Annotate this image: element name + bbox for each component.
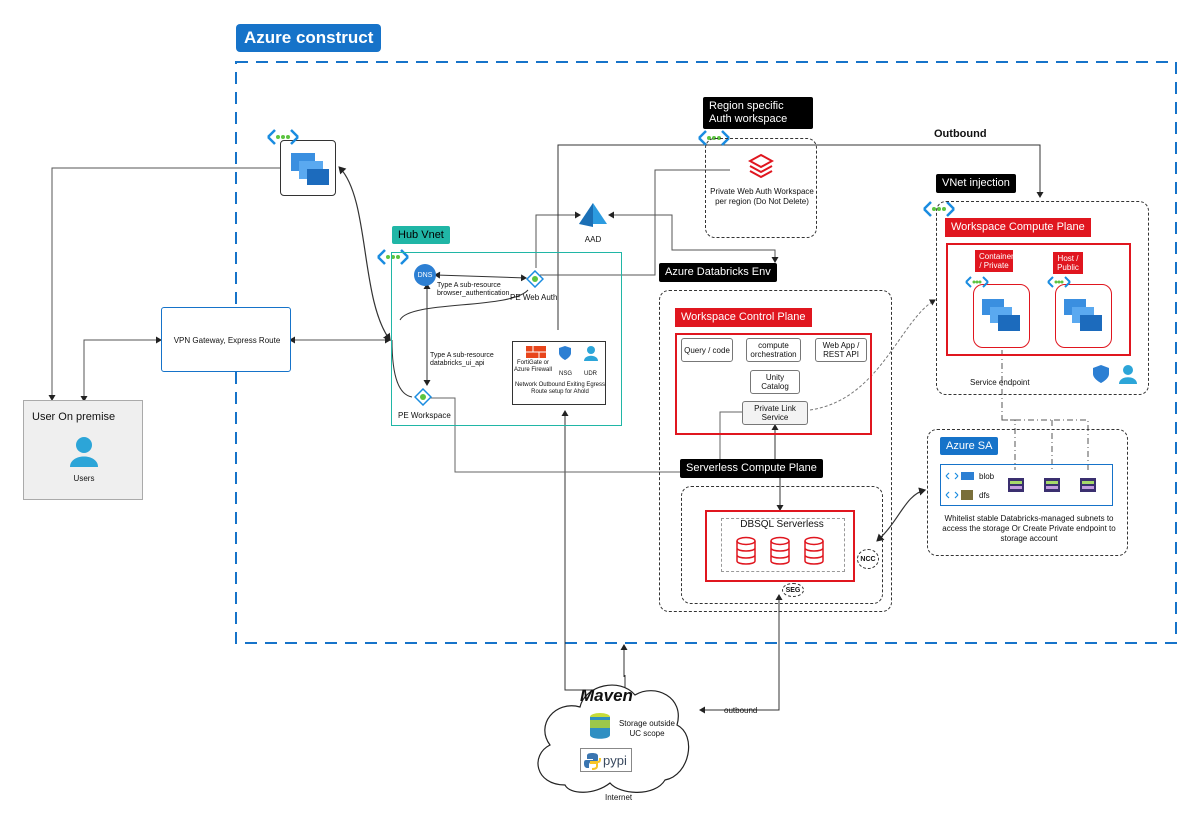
virtual-machines-icon xyxy=(291,153,329,185)
service-endpoint-label: Service endpoint xyxy=(970,378,1030,387)
vnet-icon xyxy=(377,249,409,265)
workspace-control-plane-label: Workspace Control Plane xyxy=(675,308,812,327)
container-subnet-box xyxy=(973,284,1030,348)
outbound-top-label: Outbound xyxy=(934,128,987,140)
azure-construct-title: Azure construct xyxy=(236,24,382,52)
pe-web-auth-label: PE Web Auth xyxy=(510,293,558,302)
network-outbound-label: Network Outbound Exiting Egress Route se… xyxy=(514,382,606,395)
storage-account-box: blob dfs xyxy=(940,464,1113,506)
serverless-compute-plane-box xyxy=(681,486,883,604)
internet-cloud xyxy=(537,684,690,793)
virtual-machines-icon xyxy=(982,299,1020,331)
users-label: Users xyxy=(73,474,95,483)
dns-icon: DNS xyxy=(414,264,436,286)
vnet-injection-box xyxy=(936,201,1149,395)
container-private-label: Container / Private xyxy=(975,250,1014,272)
unity-catalog-box: Unity Catalog xyxy=(750,370,800,394)
database-icon xyxy=(736,536,756,565)
web-app-box: Web App / REST API xyxy=(815,338,867,362)
vnet-injection-label: VNet injection xyxy=(936,174,1016,193)
pypi-logo-box: pypi xyxy=(580,748,632,772)
database-icon xyxy=(770,536,790,565)
storage-outside-label: Storage outside UC scope xyxy=(618,719,676,738)
pe-workspace-label: PE Workspace xyxy=(398,411,451,420)
compute-orchestration-box: compute orchestration xyxy=(746,338,801,362)
storage-container-icon xyxy=(1008,478,1024,492)
workspace-compute-plane-label: Workspace Compute Plane xyxy=(945,218,1091,237)
vpn-gateway-label: VPN Gateway, Express Route xyxy=(173,336,281,345)
shield-icon xyxy=(1093,365,1109,383)
vnet-icon xyxy=(267,129,299,145)
dfs-label: dfs xyxy=(979,491,990,500)
vnet-icon xyxy=(1047,276,1071,288)
databricks-logo-icon xyxy=(748,153,774,179)
user-on-premise-label: User On premise xyxy=(32,411,116,423)
type-a-ui-api-label: Type A sub-resource databricks_ui_api xyxy=(430,352,494,367)
virtual-machines-icon xyxy=(1064,299,1102,331)
type-a-browser-label: Type A sub-resource browser_authenticati… xyxy=(437,282,510,297)
aad-label: AAD xyxy=(584,235,602,244)
dbsql-inner-box xyxy=(721,518,845,572)
vnet-icon xyxy=(965,276,989,288)
user-icon xyxy=(70,437,98,467)
azure-sa-label: Azure SA xyxy=(940,437,999,455)
vpn-gateway-box: VPN Gateway, Express Route xyxy=(161,307,291,372)
nsg-label: NSG xyxy=(559,371,573,377)
serverless-compute-plane-label: Serverless Compute Plane xyxy=(680,459,823,478)
host-public-label: Host / Public xyxy=(1053,252,1083,274)
azure-databricks-env-box xyxy=(659,290,892,612)
firewall-icon xyxy=(526,346,546,358)
aad-pyramid-icon xyxy=(579,203,607,227)
workspace-compute-plane-box xyxy=(946,243,1131,356)
pypi-label: pypi xyxy=(603,753,627,768)
hub-vnet-box xyxy=(391,252,622,426)
private-web-auth-label: Private Web Auth Workspace per region (D… xyxy=(710,187,814,206)
private-web-auth-box: Private Web Auth Workspace per region (D… xyxy=(705,138,817,238)
region-auth-label: Region specific Auth workspace xyxy=(703,97,813,129)
private-endpoint-icon xyxy=(414,388,432,406)
whitelist-note: Whitelist stable Databricks-managed subn… xyxy=(942,514,1116,543)
user-on-premise-box: User On premise Users xyxy=(23,400,143,500)
storage-container-icon xyxy=(1044,478,1060,492)
query-code-box: Query / code xyxy=(681,338,733,362)
dbsql-serverless-label: DBSQL Serverless xyxy=(740,519,824,530)
python-logo-icon xyxy=(584,753,601,770)
firewall-box: FortiGate or Azure Firewall NSG UDR Netw… xyxy=(512,341,606,405)
database-icon xyxy=(804,536,824,565)
hub-vnet-label: Hub Vnet xyxy=(392,226,450,244)
user-icon xyxy=(584,346,598,361)
outbound-bottom-label: outbound xyxy=(724,706,758,715)
fortigate-label: FortiGate or Azure Firewall xyxy=(513,360,552,373)
seg-badge: SEG xyxy=(782,583,804,597)
private-link-service-box: Private Link Service xyxy=(742,401,808,425)
storage-icon xyxy=(590,713,610,739)
blob-icon xyxy=(945,472,974,480)
dbsql-serverless-box: DBSQL Serverless xyxy=(705,510,855,582)
udr-label: UDR xyxy=(584,371,597,377)
internet-label: Internet xyxy=(605,793,633,802)
private-endpoint-icon xyxy=(526,270,544,288)
host-subnet-box xyxy=(1055,284,1112,348)
user-icon xyxy=(1119,365,1137,384)
dfs-icon xyxy=(945,490,973,500)
storage-container-icon xyxy=(1080,478,1096,492)
vm-box xyxy=(280,140,336,196)
azure-sa-box xyxy=(927,429,1128,556)
blob-label: blob xyxy=(979,472,995,481)
shield-icon xyxy=(559,346,571,360)
ncc-badge: NCC xyxy=(857,549,879,569)
azure-databricks-env-label: Azure Databricks Env xyxy=(659,263,777,282)
workspace-control-plane-box xyxy=(675,333,872,435)
maven-logo: Maven xyxy=(580,686,633,705)
